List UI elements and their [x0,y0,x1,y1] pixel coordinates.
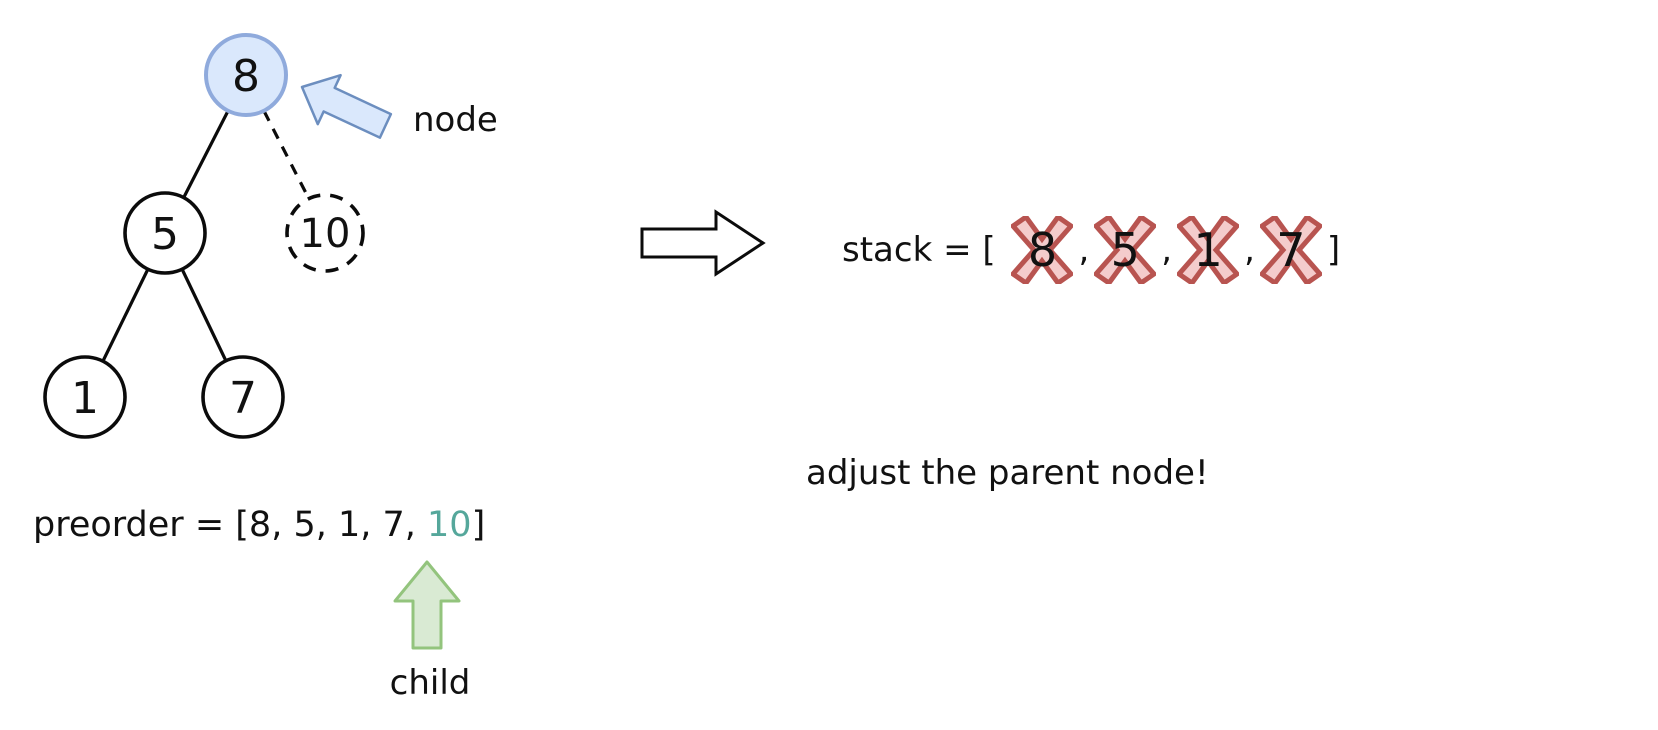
stack-item-value: 5 [1110,223,1140,277]
tree-node-7: 7 [201,355,285,439]
stack-item-value: 1 [1193,223,1223,277]
x-mark-icon [1259,216,1322,284]
node-pointer-label: node [413,100,498,140]
flow-arrow-icon [640,209,766,277]
tree-node-5-circle [123,191,207,275]
tree-node-7-value: 7 [229,373,257,424]
preorder-text: preorder = [8, 5, 1, 7, 10] [33,505,485,545]
preorder-suffix: ] [472,505,486,545]
tree-node-1: 1 [43,355,127,439]
tree-node-8-value: 8 [232,51,260,102]
stack-item-value: 7 [1276,223,1306,277]
x-mark-icon [1011,216,1074,284]
tree-node-1-circle [43,355,127,439]
tree-edge-8-10-dashed [262,110,311,200]
tree-node-10: 10 [285,193,365,273]
stack-comma: , [1078,230,1090,270]
tree-node-10-circle [285,193,365,273]
child-pointer-arrow-icon [393,560,461,650]
node-pointer-arrow-icon [300,73,393,139]
stack-item: 8 [1011,216,1074,284]
stack-comma: , [1161,230,1173,270]
tree-node-8-circle [204,33,288,117]
stack-item: 1 [1177,216,1240,284]
tree-edge-5-1 [101,268,150,362]
tree-edge-8-5 [182,110,230,198]
tree-node-1-value: 1 [71,373,99,424]
tree-node-5-value: 5 [151,209,179,260]
stack-prefix: stack = [ [842,230,1007,270]
preorder-prefix: preorder = [8, 5, 1, 7, [33,505,427,545]
tree-node-5: 5 [123,191,207,275]
stack-item: 5 [1094,216,1157,284]
tree-node-7-circle [201,355,285,439]
stack-comma: , [1244,230,1255,270]
child-pointer-label: child [390,663,471,703]
stack-expression: stack = [ 8 , 5 , 1 , 7 [842,216,1340,284]
binary-tree: 8 5 10 1 7 [43,33,365,439]
stack-suffix: ] [1326,230,1341,270]
tree-node-8: 8 [204,33,288,117]
tree-node-10-value: 10 [300,211,351,257]
stack-item: 7 [1259,216,1322,284]
x-mark-icon [1177,216,1240,284]
stack-item-value: 8 [1027,223,1058,277]
adjust-note: adjust the parent node! [806,453,1209,493]
preorder-highlight: 10 [427,505,472,545]
tree-edge-5-7 [180,268,228,362]
x-mark-icon [1094,216,1157,284]
